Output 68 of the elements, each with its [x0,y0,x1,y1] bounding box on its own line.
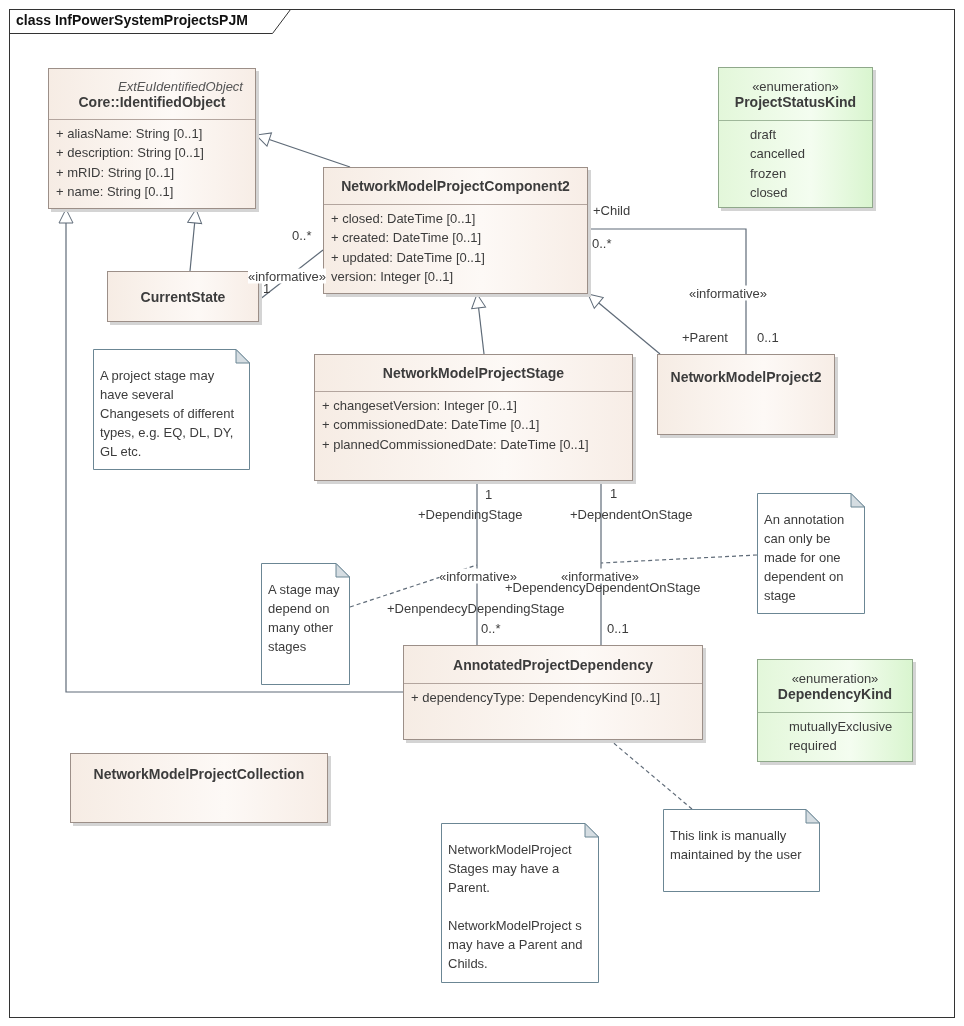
enumeration-box [718,67,873,208]
class-name: AnnotatedProjectDependency [453,656,653,673]
note [663,809,820,892]
class-box [657,354,835,435]
class-name: DependencyKind [777,685,893,702]
attribute-text: + created: DateTime [0..1] [331,229,482,248]
attribute-text: + description: String [0..1] [56,144,204,163]
role-name: +Parent [682,330,728,345]
role-name: +Child [593,203,631,218]
class-box [48,68,256,209]
class-name: NetworkModelProject2 [670,369,822,385]
stereotype-text: «enumeration» [752,78,839,94]
multiplicity-label: 0..* [481,621,501,636]
attribute-text: + closed: DateTime [0..1] [331,210,476,228]
class-name: NetworkModelProjectComponent2 [341,178,570,194]
attribute-text: + aliasName: String [0..1] [56,125,203,143]
stereotype-text: «enumeration» [791,670,879,686]
note [261,563,350,685]
class-name: NetworkModelProjectStage [382,365,565,381]
class-name: NetworkModelProjectCollection [93,766,305,782]
enum-literal: draft [750,126,776,144]
edge-label: «informative» [248,268,326,284]
multiplicity-label: 1 [263,281,271,296]
generalization-arrow [587,293,661,355]
attribute-text: + name: String [0..1] [56,182,174,201]
enum-literal: closed [750,183,788,202]
class-box [314,354,633,481]
class-box [70,753,328,823]
multiplicity-label: 1 [485,487,493,502]
stereotype-text: ExtEuIdentifiedObject [117,78,243,94]
attribute-text: + mRID: String [0..1] [56,163,175,182]
note-text: This link is manually maintained by the user [670,827,803,864]
class-box [403,645,703,740]
attribute-text: + plannedCommissionedDate: DateTime [0..1] [322,435,589,454]
class-name: Core::IdentifiedObject [78,93,226,110]
attribute-text: version: Integer [0..1] [331,267,454,286]
note-text: A stage may depend on many other stages [268,581,341,656]
attribute-text: + changesetVersion: Integer [0..1] [322,397,517,415]
enum-literal: cancelled [750,145,805,164]
attribute-text: + updated: DateTime [0..1] [331,248,485,267]
edge-label: «informative» [689,285,767,301]
multiplicity-label: 0..* [592,236,612,251]
note-text: A project stage may have several Changesets of different types, e.g. EQ, DL, DY, GL etc. [100,367,236,461]
note-text: An annotation can only be made for one dependent on stage [764,511,846,605]
enum-literal: required [789,737,837,756]
attribute-text: + commissionedDate: DateTime [0..1] [322,416,540,435]
role-name: +DependentOnStage [570,507,693,522]
role-name: +DenpendecyDependingStage [387,601,565,616]
multiplicity-label: 0..* [292,228,312,243]
multiplicity-label: 1 [610,486,618,501]
enum-literal: frozen [750,164,787,183]
enumeration-box [757,659,913,762]
attribute-text: + dependencyType: DependencyKind [0..1] [411,689,660,707]
edge-label: «informative» [561,568,639,584]
edge-label: «informative» [439,568,517,584]
note-text: NetworkModelProject s may have a Parent and Childs. [448,917,584,973]
note [93,349,250,470]
multiplicity-label: 0..1 [757,330,779,345]
note-link [600,554,758,564]
note [757,493,865,614]
enum-literal: mutuallyExclusive [789,718,893,736]
note [441,823,599,983]
multiplicity-label: 0..1 [607,621,629,636]
class-name: CurrentState [140,288,226,305]
role-name: +DependingStage [418,507,523,522]
class-name: ProjectStatusKind [734,93,857,110]
note-text: NetworkModelProject Stages may have a Parent. [448,841,573,897]
diagram-title: class InfPowerSystemProjectsPJM [16,12,248,28]
